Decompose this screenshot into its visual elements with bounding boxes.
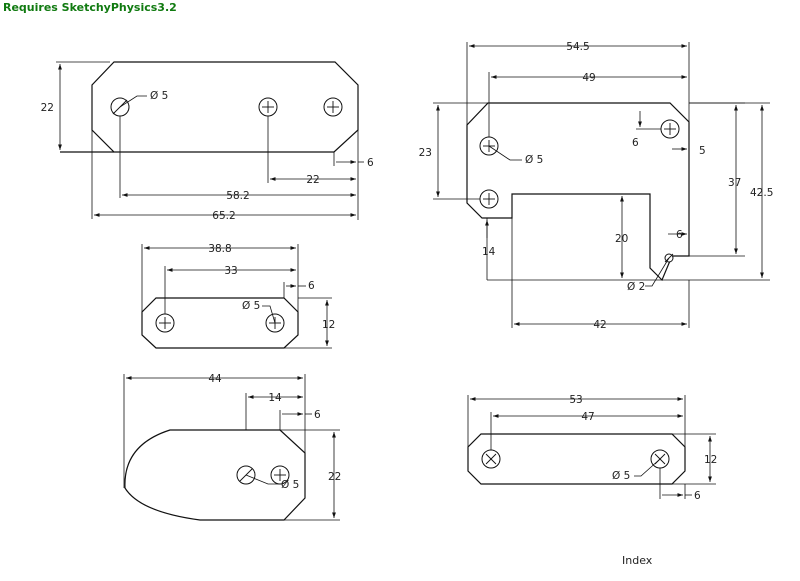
part-4-hole-dim: Ø 5 bbox=[281, 479, 299, 491]
part-1-edge-dim: 6 bbox=[367, 157, 374, 169]
requirement-note: Requires SketchyPhysics3.2 bbox=[3, 1, 177, 14]
part-5-length-dim: 53 bbox=[569, 394, 582, 406]
part-1-outline bbox=[91, 61, 359, 153]
part-2-left-height-dim: 23 bbox=[419, 147, 432, 159]
part-1-holes-span-dim: 58.2 bbox=[226, 190, 249, 202]
part-2-hole-right bbox=[660, 119, 680, 139]
part-4-outline bbox=[124, 429, 306, 521]
part-5-link: 53 47 12 Ø 5 6 bbox=[467, 394, 717, 502]
part-2-outline bbox=[466, 102, 690, 282]
part-2-right-offset-x-dim: 5 bbox=[699, 145, 706, 157]
part-3-height-dim: 12 bbox=[322, 319, 335, 331]
part-3-length-dim: 38.8 bbox=[208, 243, 231, 255]
part-2-hole-left-bottom bbox=[479, 189, 499, 209]
part-1-hole-right bbox=[323, 97, 343, 117]
part-3-link: 38.8 33 6 Ø 5 12 bbox=[141, 243, 335, 349]
part-3-hole-left bbox=[155, 313, 175, 333]
part-4-cam: 44 14 6 22 Ø 5 bbox=[123, 373, 341, 521]
part-2-width-dim: 54.5 bbox=[566, 41, 589, 53]
part-2-left-hole-dim: Ø 5 bbox=[525, 154, 543, 166]
part-3-edge-dim: 6 bbox=[308, 280, 315, 292]
part-1-hole-dim: Ø 5 bbox=[150, 90, 168, 102]
part-2-bracket: 54.5 49 23 Ø 5 6 5 37 42.5 14 bbox=[419, 41, 774, 331]
part-1-plate: 22 Ø 5 6 22 58.2 65.2 bbox=[41, 61, 374, 222]
part-3-spacing-dim: 33 bbox=[224, 265, 237, 277]
part-2-notch-dim: 6 bbox=[676, 229, 683, 241]
part-1-length-dim: 65.2 bbox=[212, 210, 235, 222]
part-2-right-offset-y-dim: 6 bbox=[632, 137, 639, 149]
part-2-bottom-left-dim: 14 bbox=[482, 246, 496, 258]
part-4-edge-dim: 6 bbox=[314, 409, 321, 421]
part-1-hole-mid bbox=[258, 97, 278, 117]
part-4-height-dim: 22 bbox=[328, 471, 341, 483]
part-5-edge-dim: 6 bbox=[694, 490, 701, 502]
part-1-height-dim: 22 bbox=[41, 102, 54, 114]
part-4-step-dim: 14 bbox=[268, 392, 282, 404]
part-2-cutout-height-dim: 20 bbox=[615, 233, 628, 245]
part-5-height-dim: 12 bbox=[704, 454, 717, 466]
part-2-small-hole-dim: Ø 2 bbox=[627, 281, 645, 293]
part-1-spacing-dim: 22 bbox=[306, 174, 319, 186]
part-2-hole-span-dim: 49 bbox=[582, 72, 595, 84]
part-2-right-height-dim: 37 bbox=[728, 177, 741, 189]
index-label: Index bbox=[622, 554, 653, 567]
part-2-total-height-dim: 42.5 bbox=[750, 187, 773, 199]
part-5-spacing-dim: 47 bbox=[581, 411, 594, 423]
part-2-cutout-width-dim: 42 bbox=[593, 319, 606, 331]
part-4-length-dim: 44 bbox=[208, 373, 222, 385]
part-5-hole-left bbox=[481, 449, 501, 469]
part-5-hole-dim: Ø 5 bbox=[612, 470, 630, 482]
part-3-hole-dim: Ø 5 bbox=[242, 300, 260, 312]
